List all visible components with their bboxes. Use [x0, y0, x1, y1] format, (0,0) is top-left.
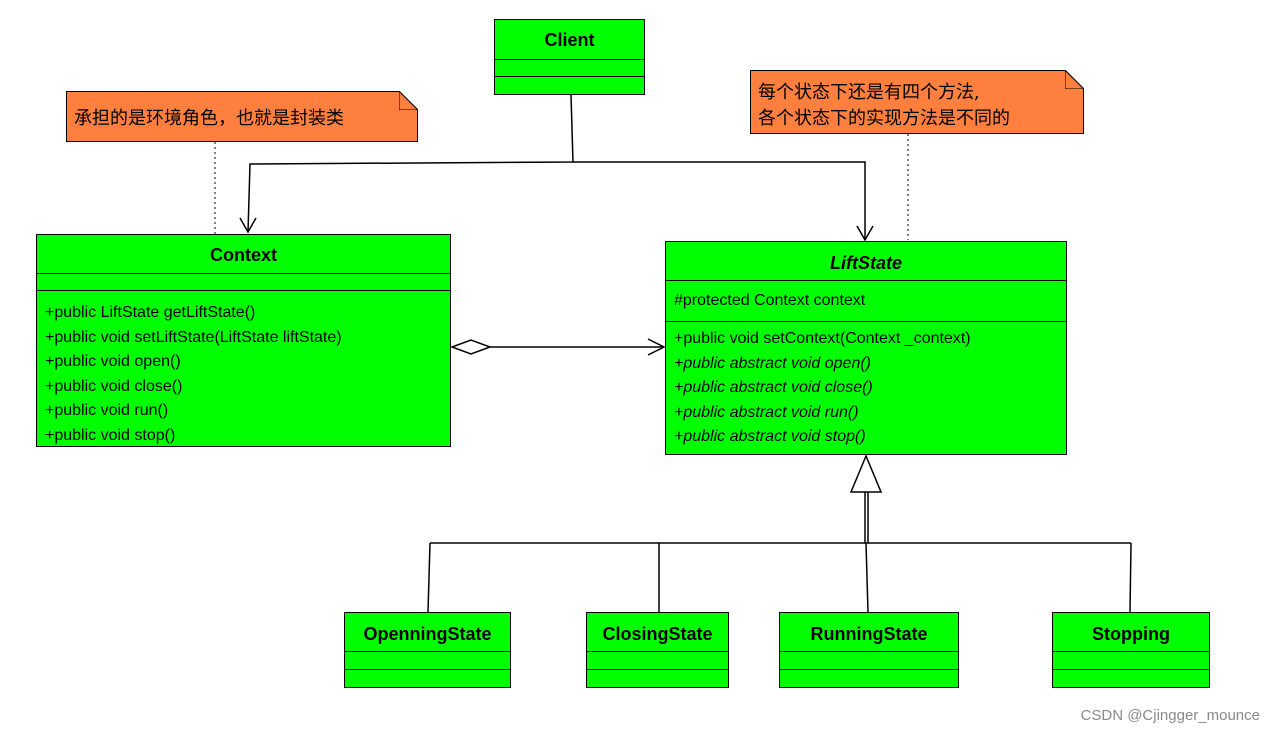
liftstate-method: +public abstract void close() — [674, 379, 873, 396]
aggregation-link — [449, 338, 666, 356]
note-fold-icon — [1065, 70, 1084, 89]
class-divider — [495, 76, 644, 77]
client-class[interactable]: Client — [494, 19, 645, 95]
class-divider — [587, 669, 728, 670]
client-class-name: Client — [544, 30, 595, 50]
note-links — [214, 134, 909, 240]
class-divider — [495, 59, 644, 76]
runningstate-class-name: RunningState — [810, 624, 928, 644]
class-divider — [780, 651, 958, 669]
class-divider — [1053, 669, 1209, 670]
state-note: 每个状态下还是有四个方法, 各个状态下的实现方法是不同的 — [750, 70, 1084, 134]
closingstate-class[interactable]: ClosingState — [586, 612, 729, 688]
class-divider — [780, 669, 958, 670]
context-class[interactable]: Context +public LiftState getLiftState()… — [36, 234, 451, 447]
client-dependency-lines — [239, 94, 874, 242]
closingstate-class-name: ClosingState — [602, 624, 713, 644]
watermark: CSDN @Cjingger_mounce — [1080, 707, 1260, 724]
liftstate-method: +public abstract void stop() — [674, 428, 866, 445]
liftstate-attributes: #protected Context context — [666, 280, 1066, 321]
context-method: +public LiftState getLiftState() — [45, 304, 256, 321]
liftstate-method: +public abstract void run() — [674, 403, 859, 421]
liftstate-method: +public void setContext(Context _context… — [674, 330, 971, 347]
openningstate-class[interactable]: OpenningState — [344, 612, 511, 688]
context-note: 承担的是环境角色，也就是封装类 — [66, 91, 418, 142]
state-note-line1: 每个状态下还是有四个方法, — [758, 82, 980, 103]
note-fold-icon — [399, 91, 418, 110]
context-method: +public void stop() — [45, 426, 176, 444]
state-note-line2: 各个状态下的实现方法是不同的 — [758, 108, 1010, 129]
liftstate-class-name: LiftState — [830, 253, 902, 273]
liftstate-methods: +public void setContext(Context _context… — [666, 321, 1066, 450]
context-method: +public void run() — [45, 402, 169, 419]
context-method: +public void close() — [45, 377, 183, 395]
context-method: +public void setLiftState(LiftState lift… — [45, 328, 342, 346]
inheritance-links — [427, 454, 1132, 613]
runningstate-class[interactable]: RunningState — [779, 612, 959, 688]
context-note-text: 承担的是环境角色，也就是封装类 — [74, 108, 344, 129]
class-divider — [345, 669, 510, 670]
stopping-class[interactable]: Stopping — [1052, 612, 1210, 688]
openningstate-class-name: OpenningState — [363, 624, 492, 644]
liftstate-class[interactable]: LiftState #protected Context context +pu… — [665, 241, 1067, 455]
class-divider — [1053, 651, 1209, 669]
liftstate-attribute: #protected Context context — [674, 292, 866, 309]
stopping-class-name: Stopping — [1092, 624, 1170, 644]
context-method: +public void open() — [45, 353, 181, 370]
class-divider — [345, 651, 510, 669]
liftstate-method: +public abstract void open() — [674, 354, 871, 372]
class-divider — [587, 651, 728, 669]
context-methods: +public LiftState getLiftState() +public… — [37, 290, 450, 448]
class-divider — [37, 273, 450, 290]
context-class-name: Context — [210, 245, 277, 265]
